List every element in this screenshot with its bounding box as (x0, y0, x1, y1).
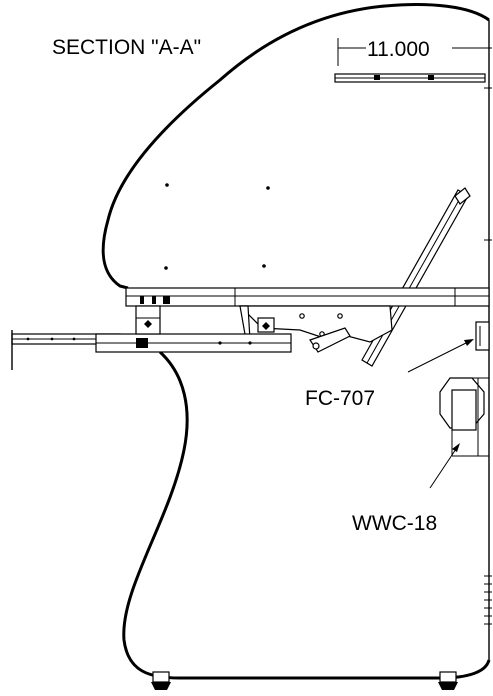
section-title: SECTION "A-A" (52, 36, 201, 59)
wwc-18-label: WWC-18 (352, 512, 437, 535)
fc-707-label: FC-707 (305, 387, 375, 410)
extended-drawer-slide (11, 330, 292, 370)
dimension-11000: 11.000 (337, 38, 489, 66)
diagonal-support-arm (361, 187, 471, 367)
callout-leaders (407, 339, 474, 489)
fc-707-component (475, 321, 490, 351)
slide-mechanism (238, 305, 393, 353)
wwc-18-component (439, 377, 489, 457)
leveling-foot-right (438, 671, 458, 690)
center-bracket (257, 317, 275, 333)
main-platform (125, 287, 490, 307)
top-shelf-rail (334, 73, 486, 83)
mounting-holes (164, 183, 270, 270)
left-support-bracket (135, 305, 161, 335)
frame-tick-marks (484, 47, 492, 625)
leveling-foot-left (151, 671, 171, 690)
dimension-label: 11.000 (367, 38, 430, 61)
